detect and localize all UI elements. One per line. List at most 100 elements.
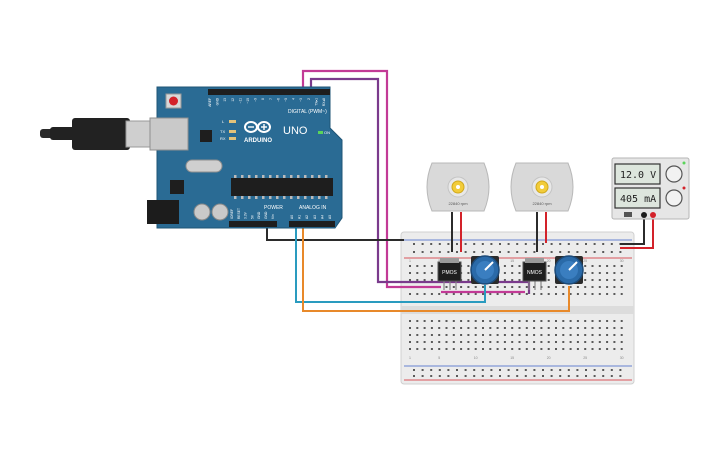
breadboard-hole[interactable]	[613, 348, 616, 350]
rail-hole[interactable]	[499, 251, 501, 253]
breadboard-hole[interactable]	[489, 293, 492, 295]
rail-hole[interactable]	[447, 243, 450, 245]
breadboard-hole[interactable]	[606, 279, 609, 281]
rail-hole[interactable]	[430, 243, 433, 245]
breadboard-hole[interactable]	[496, 334, 499, 336]
breadboard-hole[interactable]	[503, 341, 506, 343]
voltage-knob[interactable]	[665, 165, 683, 183]
rail-hole[interactable]	[533, 251, 536, 253]
breadboard-hole[interactable]	[540, 327, 543, 329]
breadboard-hole[interactable]	[606, 286, 609, 288]
rail-hole[interactable]	[438, 243, 441, 245]
breadboard-hole[interactable]	[474, 341, 477, 343]
breadboard-hole[interactable]	[613, 327, 616, 329]
rail-hole[interactable]	[610, 369, 613, 371]
breadboard-hole[interactable]	[409, 327, 411, 329]
breadboard-hole[interactable]	[503, 279, 506, 281]
breadboard-hole[interactable]	[620, 320, 623, 322]
breadboard-hole[interactable]	[503, 286, 506, 288]
breadboard-hole[interactable]	[562, 348, 565, 350]
rail-hole[interactable]	[524, 251, 527, 253]
breadboard-hole[interactable]	[591, 334, 594, 336]
breadboard-hole[interactable]	[430, 348, 433, 350]
breadboard-hole[interactable]	[591, 265, 594, 267]
breadboard-hole[interactable]	[569, 293, 572, 295]
rail-hole[interactable]	[567, 243, 570, 245]
rail-hole[interactable]	[430, 251, 433, 253]
breadboard-hole[interactable]	[569, 286, 572, 288]
breadboard-hole[interactable]	[409, 341, 411, 343]
breadboard-hole[interactable]	[445, 327, 448, 329]
breadboard-hole[interactable]	[591, 320, 594, 322]
rail-hole[interactable]	[524, 375, 527, 377]
breadboard-hole[interactable]	[591, 286, 594, 288]
rail-hole[interactable]	[559, 369, 562, 371]
rail-hole[interactable]	[576, 375, 579, 377]
breadboard-hole[interactable]	[518, 334, 521, 336]
breadboard-hole[interactable]	[482, 286, 484, 288]
rail-hole[interactable]	[447, 369, 450, 371]
breadboard-hole[interactable]	[467, 279, 470, 281]
breadboard-hole[interactable]	[569, 334, 572, 336]
breadboard-hole[interactable]	[445, 286, 448, 288]
breadboard-hole[interactable]	[533, 348, 536, 350]
breadboard-holes[interactable]	[409, 243, 623, 377]
rail-hole[interactable]	[550, 375, 553, 377]
breadboard-hole[interactable]	[452, 327, 455, 329]
rail-hole[interactable]	[447, 375, 450, 377]
rail-hole[interactable]	[550, 243, 553, 245]
breadboard-hole[interactable]	[525, 286, 528, 288]
rail-hole[interactable]	[533, 243, 536, 245]
breadboard-hole[interactable]	[620, 265, 623, 267]
breadboard-hole[interactable]	[511, 265, 514, 267]
breadboard-hole[interactable]	[518, 272, 521, 274]
breadboard-hole[interactable]	[525, 293, 528, 295]
rail-hole[interactable]	[619, 251, 622, 253]
breadboard-hole[interactable]	[409, 293, 411, 295]
breadboard-hole[interactable]	[555, 286, 557, 288]
rail-hole[interactable]	[567, 369, 570, 371]
rail-hole[interactable]	[438, 251, 441, 253]
breadboard-hole[interactable]	[591, 348, 594, 350]
breadboard-hole[interactable]	[416, 341, 419, 343]
breadboard-hole[interactable]	[598, 272, 601, 274]
breadboard-hole[interactable]	[547, 327, 550, 329]
breadboard-hole[interactable]	[430, 341, 433, 343]
rail-hole[interactable]	[619, 375, 622, 377]
breadboard-hole[interactable]	[576, 327, 579, 329]
breadboard-hole[interactable]	[460, 286, 463, 288]
breadboard-hole[interactable]	[606, 265, 609, 267]
rail-hole[interactable]	[413, 243, 415, 245]
rail-hole[interactable]	[507, 375, 510, 377]
breadboard-hole[interactable]	[474, 348, 477, 350]
breadboard-hole[interactable]	[423, 293, 426, 295]
rail-hole[interactable]	[507, 243, 510, 245]
breadboard-hole[interactable]	[423, 320, 426, 322]
breadboard-hole[interactable]	[562, 293, 565, 295]
breadboard-hole[interactable]	[511, 279, 514, 281]
breadboard-hole[interactable]	[482, 320, 484, 322]
breadboard-hole[interactable]	[576, 293, 579, 295]
breadboard-hole[interactable]	[569, 327, 572, 329]
breadboard-hole[interactable]	[474, 320, 477, 322]
rail-hole[interactable]	[481, 375, 484, 377]
breadboard-hole[interactable]	[474, 327, 477, 329]
breadboard-hole[interactable]	[416, 265, 419, 267]
breadboard-hole[interactable]	[562, 320, 565, 322]
breadboard-hole[interactable]	[489, 348, 492, 350]
rail-hole[interactable]	[593, 243, 596, 245]
breadboard-hole[interactable]	[584, 265, 587, 267]
breadboard-hole[interactable]	[591, 279, 594, 281]
breadboard-hole[interactable]	[540, 293, 543, 295]
rail-hole[interactable]	[516, 243, 519, 245]
breadboard-hole[interactable]	[518, 327, 521, 329]
rail-hole[interactable]	[619, 369, 622, 371]
breadboard-hole[interactable]	[569, 341, 572, 343]
rail-hole[interactable]	[473, 375, 476, 377]
breadboard-hole[interactable]	[591, 272, 594, 274]
breadboard-hole[interactable]	[445, 348, 448, 350]
breadboard-hole[interactable]	[540, 334, 543, 336]
breadboard-hole[interactable]	[533, 341, 536, 343]
rail-hole[interactable]	[464, 375, 467, 377]
